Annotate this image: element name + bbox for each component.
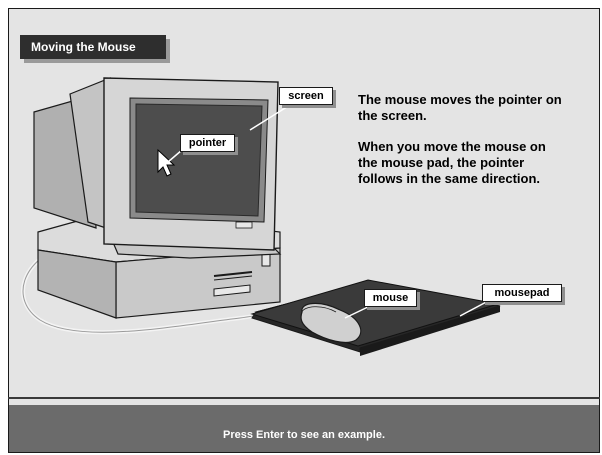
footer-instruction: Press Enter to see an example. xyxy=(9,429,599,441)
callout-mouse: mouse xyxy=(364,289,417,307)
footer-divider xyxy=(8,397,600,399)
callout-screen: screen xyxy=(279,87,333,105)
description-line-2: When you move the mouse on the mouse pad… xyxy=(358,139,568,187)
description-line-1: The mouse moves the pointer on the scree… xyxy=(358,92,568,124)
footer-bar[interactable]: Press Enter to see an example. xyxy=(9,405,599,452)
lesson-description: The mouse moves the pointer on the scree… xyxy=(358,92,568,202)
callout-pointer: pointer xyxy=(180,134,235,152)
callout-mousepad: mousepad xyxy=(482,284,562,302)
lesson-title: Moving the Mouse xyxy=(20,35,166,59)
